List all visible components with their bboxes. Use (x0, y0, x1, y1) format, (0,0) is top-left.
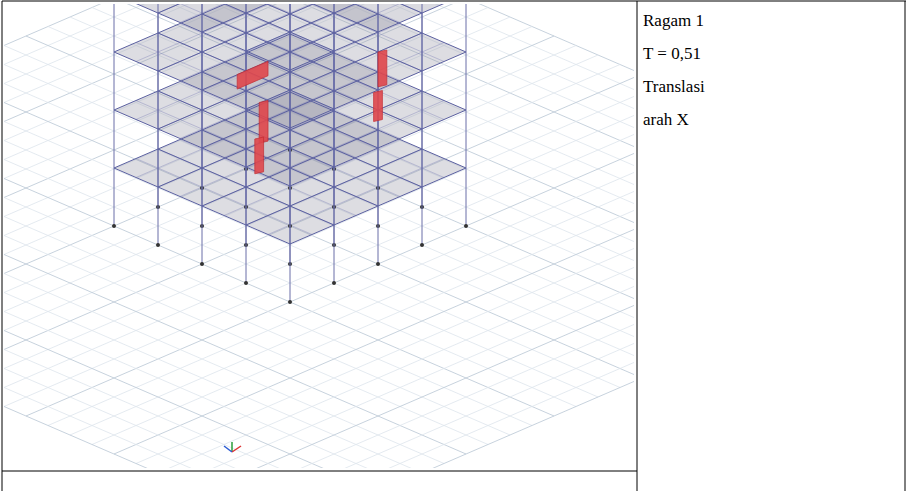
beam (158, 4, 334, 71)
beam (246, 149, 422, 225)
beam (290, 168, 466, 244)
beam (114, 4, 290, 70)
beam (158, 149, 334, 225)
shear-wall (237, 61, 268, 89)
table-border (2, 1, 906, 2)
beam (246, 91, 422, 167)
support (464, 224, 468, 228)
support (200, 262, 204, 266)
beam (290, 4, 466, 52)
ground-grid (4, 207, 334, 468)
beam (202, 72, 378, 148)
support (332, 281, 336, 285)
beam (290, 110, 466, 186)
secondary-beam (180, 4, 356, 23)
column (114, 4, 115, 226)
support (156, 243, 160, 247)
support (420, 243, 424, 247)
ground-grid (268, 217, 634, 469)
beam (158, 91, 334, 167)
table-border (905, 1, 906, 491)
ground-grid (290, 226, 634, 468)
beam (202, 130, 378, 206)
shear-wall (378, 50, 387, 87)
support (376, 262, 380, 266)
ground-grid (4, 226, 290, 468)
beam (246, 4, 422, 71)
axis-y (231, 442, 233, 452)
mode-label: Translasi (643, 70, 898, 103)
beam (202, 14, 378, 90)
beam (158, 4, 334, 51)
mode-label: Ragam 1 (643, 4, 898, 37)
column (466, 4, 467, 226)
table-border (2, 1, 3, 491)
support (244, 281, 248, 285)
ground-grid (4, 27, 532, 331)
beam (202, 130, 378, 206)
beam (202, 72, 378, 148)
support (112, 224, 116, 228)
mode-label: arah X (643, 103, 898, 136)
structure-model (4, 4, 634, 468)
shear-wall (374, 91, 383, 122)
text-column: Ragam 1T = 0,51Translasiarah X (643, 4, 898, 136)
support (288, 300, 292, 304)
ground-grid (4, 46, 576, 350)
secondary-beam (224, 4, 400, 23)
beam (202, 4, 378, 32)
table-border (637, 1, 638, 491)
ground-grid (4, 217, 312, 469)
ground-grid (246, 207, 634, 468)
beam (246, 4, 422, 13)
mode-label: T = 0,51 (643, 37, 898, 70)
beam (202, 4, 378, 32)
table-border (2, 471, 637, 472)
beam (246, 33, 422, 109)
beam (158, 33, 334, 109)
shear-wall (255, 137, 264, 174)
beam (158, 4, 334, 13)
axis-z (224, 446, 232, 452)
beam (114, 4, 290, 52)
beam (246, 4, 422, 51)
beam (114, 168, 290, 244)
axis-x (232, 446, 241, 452)
beam (202, 14, 378, 90)
